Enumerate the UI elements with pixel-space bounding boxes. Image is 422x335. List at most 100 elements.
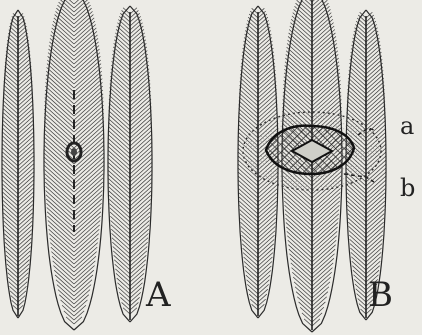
feather-barb (258, 78, 276, 94)
feather-barb (47, 207, 74, 232)
feather-barb (312, 88, 341, 114)
feather-barb (45, 86, 74, 112)
feather-barb (348, 214, 366, 230)
feather-barb (258, 294, 267, 302)
panel-a: A (2, 0, 171, 330)
feather-barb (109, 111, 130, 130)
feather-barb (258, 214, 276, 230)
feather-barb (258, 48, 273, 62)
feather-barb (18, 116, 34, 130)
feather-barb (241, 63, 258, 78)
feather-barb (74, 178, 103, 204)
feather-barb (2, 132, 18, 146)
feather-barb (242, 52, 258, 66)
feather-barb (50, 243, 74, 264)
feather-barb (3, 209, 18, 222)
feather-barb (18, 108, 33, 122)
feather-barb (9, 282, 18, 290)
feather-barb (46, 195, 74, 220)
feather-barb (3, 192, 18, 206)
feather-barb (3, 213, 18, 226)
feather-barb (46, 71, 74, 96)
feather-barb (351, 49, 366, 62)
feather-barb (74, 75, 102, 100)
feather-barb (258, 52, 274, 66)
feather-barb (45, 90, 74, 116)
feather-barb (58, 290, 74, 304)
feather-barb (18, 148, 34, 162)
feather-barb (108, 134, 130, 154)
feather-barb (240, 74, 258, 90)
feather-barb (18, 44, 29, 54)
feather-barb (44, 157, 74, 184)
feather-barb (240, 214, 258, 230)
feather-barb (130, 208, 150, 226)
feather-barb (2, 144, 18, 158)
feather-barb (18, 160, 34, 174)
feather-barb (109, 195, 130, 214)
feather-barb (242, 239, 258, 254)
feather-barb (243, 45, 258, 58)
feather-barb (18, 89, 33, 102)
feather-barb (130, 118, 152, 138)
feather-barb (130, 292, 141, 302)
feather-barb (243, 248, 258, 262)
feather-barb (244, 41, 258, 54)
feather-barb (249, 294, 258, 302)
feather-barb (74, 252, 97, 272)
feather-barb (130, 179, 151, 198)
feather-barb (2, 124, 18, 138)
feather-barb (130, 84, 150, 102)
feather-barb (366, 59, 382, 74)
feather-barb (18, 221, 32, 234)
feather-barb (366, 82, 384, 98)
feather-barb (18, 168, 34, 182)
feather-barb (74, 98, 103, 124)
feather-barb (18, 200, 33, 214)
feather-barb (53, 265, 74, 284)
feather-barb (130, 95, 151, 114)
feather-barb (18, 291, 26, 298)
feather-barb (130, 269, 145, 282)
feather-barb (312, 245, 336, 266)
feather-barb (358, 299, 366, 306)
feather-barb (74, 256, 96, 276)
feather-barb (349, 235, 366, 250)
feather-barb (283, 88, 312, 114)
feather-barb (348, 222, 366, 238)
feather-barb (56, 280, 74, 296)
feather-barb (2, 140, 18, 154)
feather-barb (130, 302, 138, 310)
feather-barb (108, 162, 130, 182)
feather-barb (130, 187, 151, 206)
feather-barb (366, 235, 383, 250)
feather-barb (74, 102, 103, 128)
feather-barb (18, 152, 34, 166)
feather-barb (130, 212, 150, 230)
feather-barb (130, 122, 152, 142)
feather-barb (284, 77, 312, 102)
feather-barb (45, 186, 74, 212)
feather-barb (74, 311, 84, 320)
feather-barb (130, 191, 151, 210)
feather-barb (18, 124, 34, 138)
callout-b-label: b (400, 174, 415, 202)
feather-barb (349, 67, 366, 82)
feather-barb (2, 160, 18, 174)
feather-barb (130, 50, 147, 66)
feather-barb (284, 193, 312, 218)
feather-barb (74, 82, 102, 108)
feather-barb (130, 54, 148, 70)
feather-barb (130, 204, 150, 222)
feather-barb (349, 231, 366, 246)
feather-barb (348, 74, 366, 90)
feather-barb (18, 268, 29, 278)
feather-barb (284, 197, 312, 222)
feather-barb (130, 58, 148, 74)
feather-barb (18, 286, 27, 294)
feather-barb (112, 242, 130, 258)
feather-barb (312, 287, 329, 302)
feather-barb (74, 290, 90, 304)
feather-barb (130, 130, 152, 150)
